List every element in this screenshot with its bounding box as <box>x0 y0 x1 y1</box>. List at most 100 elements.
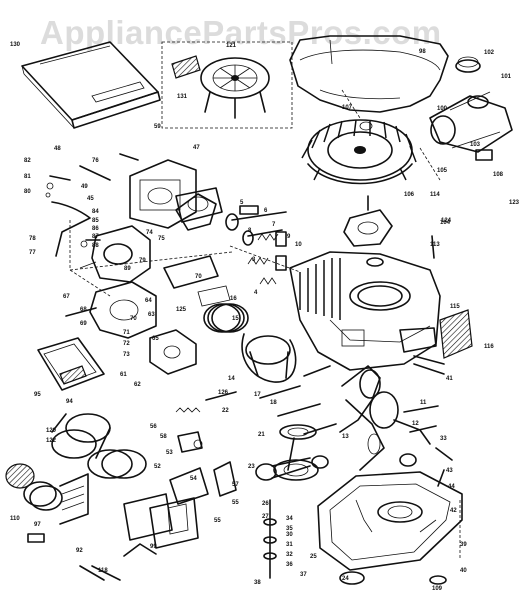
part-label: 123 <box>509 200 520 206</box>
part-label: 115 <box>450 304 460 310</box>
part-label: 18 <box>270 400 277 406</box>
part-label: 62 <box>134 382 141 388</box>
blower-housing <box>289 35 449 113</box>
part-label: 84 <box>92 209 99 215</box>
part-label: 41 <box>446 376 453 382</box>
part-label: 104 <box>440 220 451 226</box>
part-label: 45 <box>87 196 94 202</box>
breather-gasket <box>163 193 231 307</box>
part-label: 13 <box>342 434 349 440</box>
crankshaft <box>303 365 431 471</box>
part-label: 106 <box>404 192 415 198</box>
hardware-bolts <box>399 235 453 487</box>
part-label: 52 <box>154 464 161 470</box>
muffler <box>429 91 513 161</box>
cylinder-block <box>289 251 441 371</box>
part-labels: 130 121 131 98 102 101 107 100 103 105 1… <box>10 42 520 592</box>
fuel-cap <box>455 59 481 73</box>
part-label: 37 <box>300 572 307 578</box>
part-label: 35 <box>286 526 293 532</box>
part-label: 39 <box>460 542 467 548</box>
part-label: 98 <box>419 49 426 55</box>
part-label: 16 <box>230 296 237 302</box>
part-label: 81 <box>24 174 31 180</box>
part-label: 108 <box>493 172 504 178</box>
part-label: 33 <box>440 436 447 442</box>
part-label: 79 <box>139 258 146 264</box>
part-label: 14 <box>228 376 235 382</box>
part-label: 21 <box>258 432 265 438</box>
part-label: 40 <box>460 568 467 574</box>
valve-cover-shield <box>439 309 473 359</box>
part-label: 25 <box>310 554 317 560</box>
part-label: 9 <box>287 234 291 240</box>
part-label: 70 <box>130 316 137 322</box>
part-label: 22 <box>222 408 229 414</box>
part-label: 47 <box>193 145 200 151</box>
part-label: 88 <box>92 243 99 249</box>
part-label: 76 <box>92 158 99 164</box>
piston <box>203 303 297 383</box>
part-label: 49 <box>81 184 88 190</box>
part-label: 131 <box>177 94 188 100</box>
part-label: 87 <box>92 234 99 240</box>
part-label: 36 <box>286 562 293 568</box>
part-label: 85 <box>92 218 99 224</box>
part-label: 120 <box>46 428 57 434</box>
part-label: 99 <box>150 544 157 550</box>
part-label: 17 <box>254 392 261 398</box>
part-label: 12 <box>412 421 419 427</box>
part-label: 67 <box>63 294 70 300</box>
intake-manifold <box>65 281 197 375</box>
part-label: 118 <box>98 568 108 574</box>
part-label: 7 <box>272 222 276 228</box>
part-label: 71 <box>123 330 130 336</box>
part-label: 125 <box>176 307 187 313</box>
part-label: 97 <box>34 522 41 528</box>
connecting-rod <box>255 455 329 481</box>
part-label: 8 <box>248 228 252 234</box>
part-label: 82 <box>24 158 31 164</box>
cylinder-head <box>119 153 223 229</box>
part-label: 105 <box>437 168 448 174</box>
part-label: 5 <box>240 200 244 206</box>
part-label: 130 <box>10 42 21 48</box>
part-label: 57 <box>232 482 239 488</box>
ignition-armature <box>343 195 393 267</box>
part-label: 24 <box>342 576 349 582</box>
part-label: 72 <box>123 341 130 347</box>
part-label: 61 <box>120 372 127 378</box>
part-label: 73 <box>123 352 130 358</box>
part-label: 54 <box>190 476 197 482</box>
part-label: 124 <box>441 218 452 224</box>
governor-spring <box>175 385 321 417</box>
part-label: 4 <box>254 290 258 296</box>
part-label: 43 <box>446 468 453 474</box>
part-label: 126 <box>218 390 229 396</box>
part-label: 89 <box>124 266 131 272</box>
part-label: 30 <box>286 532 293 538</box>
part-label: 78 <box>29 236 36 242</box>
part-label: 68 <box>80 307 87 313</box>
air-filter-parts <box>37 337 147 479</box>
part-label: 110 <box>10 516 20 522</box>
part-label: 69 <box>80 321 87 327</box>
watermark: AppliancePartsPros.com <box>40 14 442 51</box>
air-cleaner <box>5 463 89 543</box>
part-label: 38 <box>254 580 261 586</box>
part-label: 15 <box>232 316 239 322</box>
part-label: 64 <box>145 298 152 304</box>
part-label: 26 <box>262 501 269 507</box>
manual-book <box>21 41 161 129</box>
part-label: 74 <box>146 230 153 236</box>
carburetor <box>79 225 151 283</box>
part-label: 63 <box>148 312 155 318</box>
part-label: 32 <box>286 552 293 558</box>
part-label: 44 <box>448 484 455 490</box>
part-label: 42 <box>450 508 457 514</box>
part-label: 101 <box>501 74 512 80</box>
part-label: 94 <box>66 399 73 405</box>
part-label: 53 <box>166 450 173 456</box>
dipstick-bolts <box>263 499 277 579</box>
